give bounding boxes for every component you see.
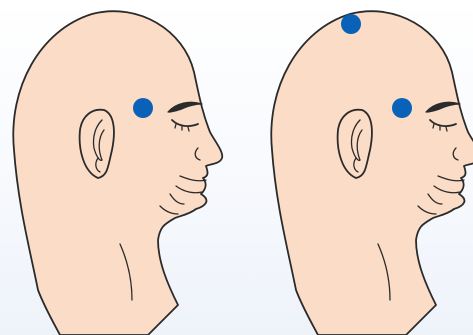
- right-head-figure: [271, 11, 473, 335]
- right-temple-point-marker: [392, 98, 412, 118]
- left-temple-point-marker: [133, 98, 153, 118]
- left-head-figure: [13, 11, 222, 335]
- right-crown-point-marker: [341, 14, 361, 34]
